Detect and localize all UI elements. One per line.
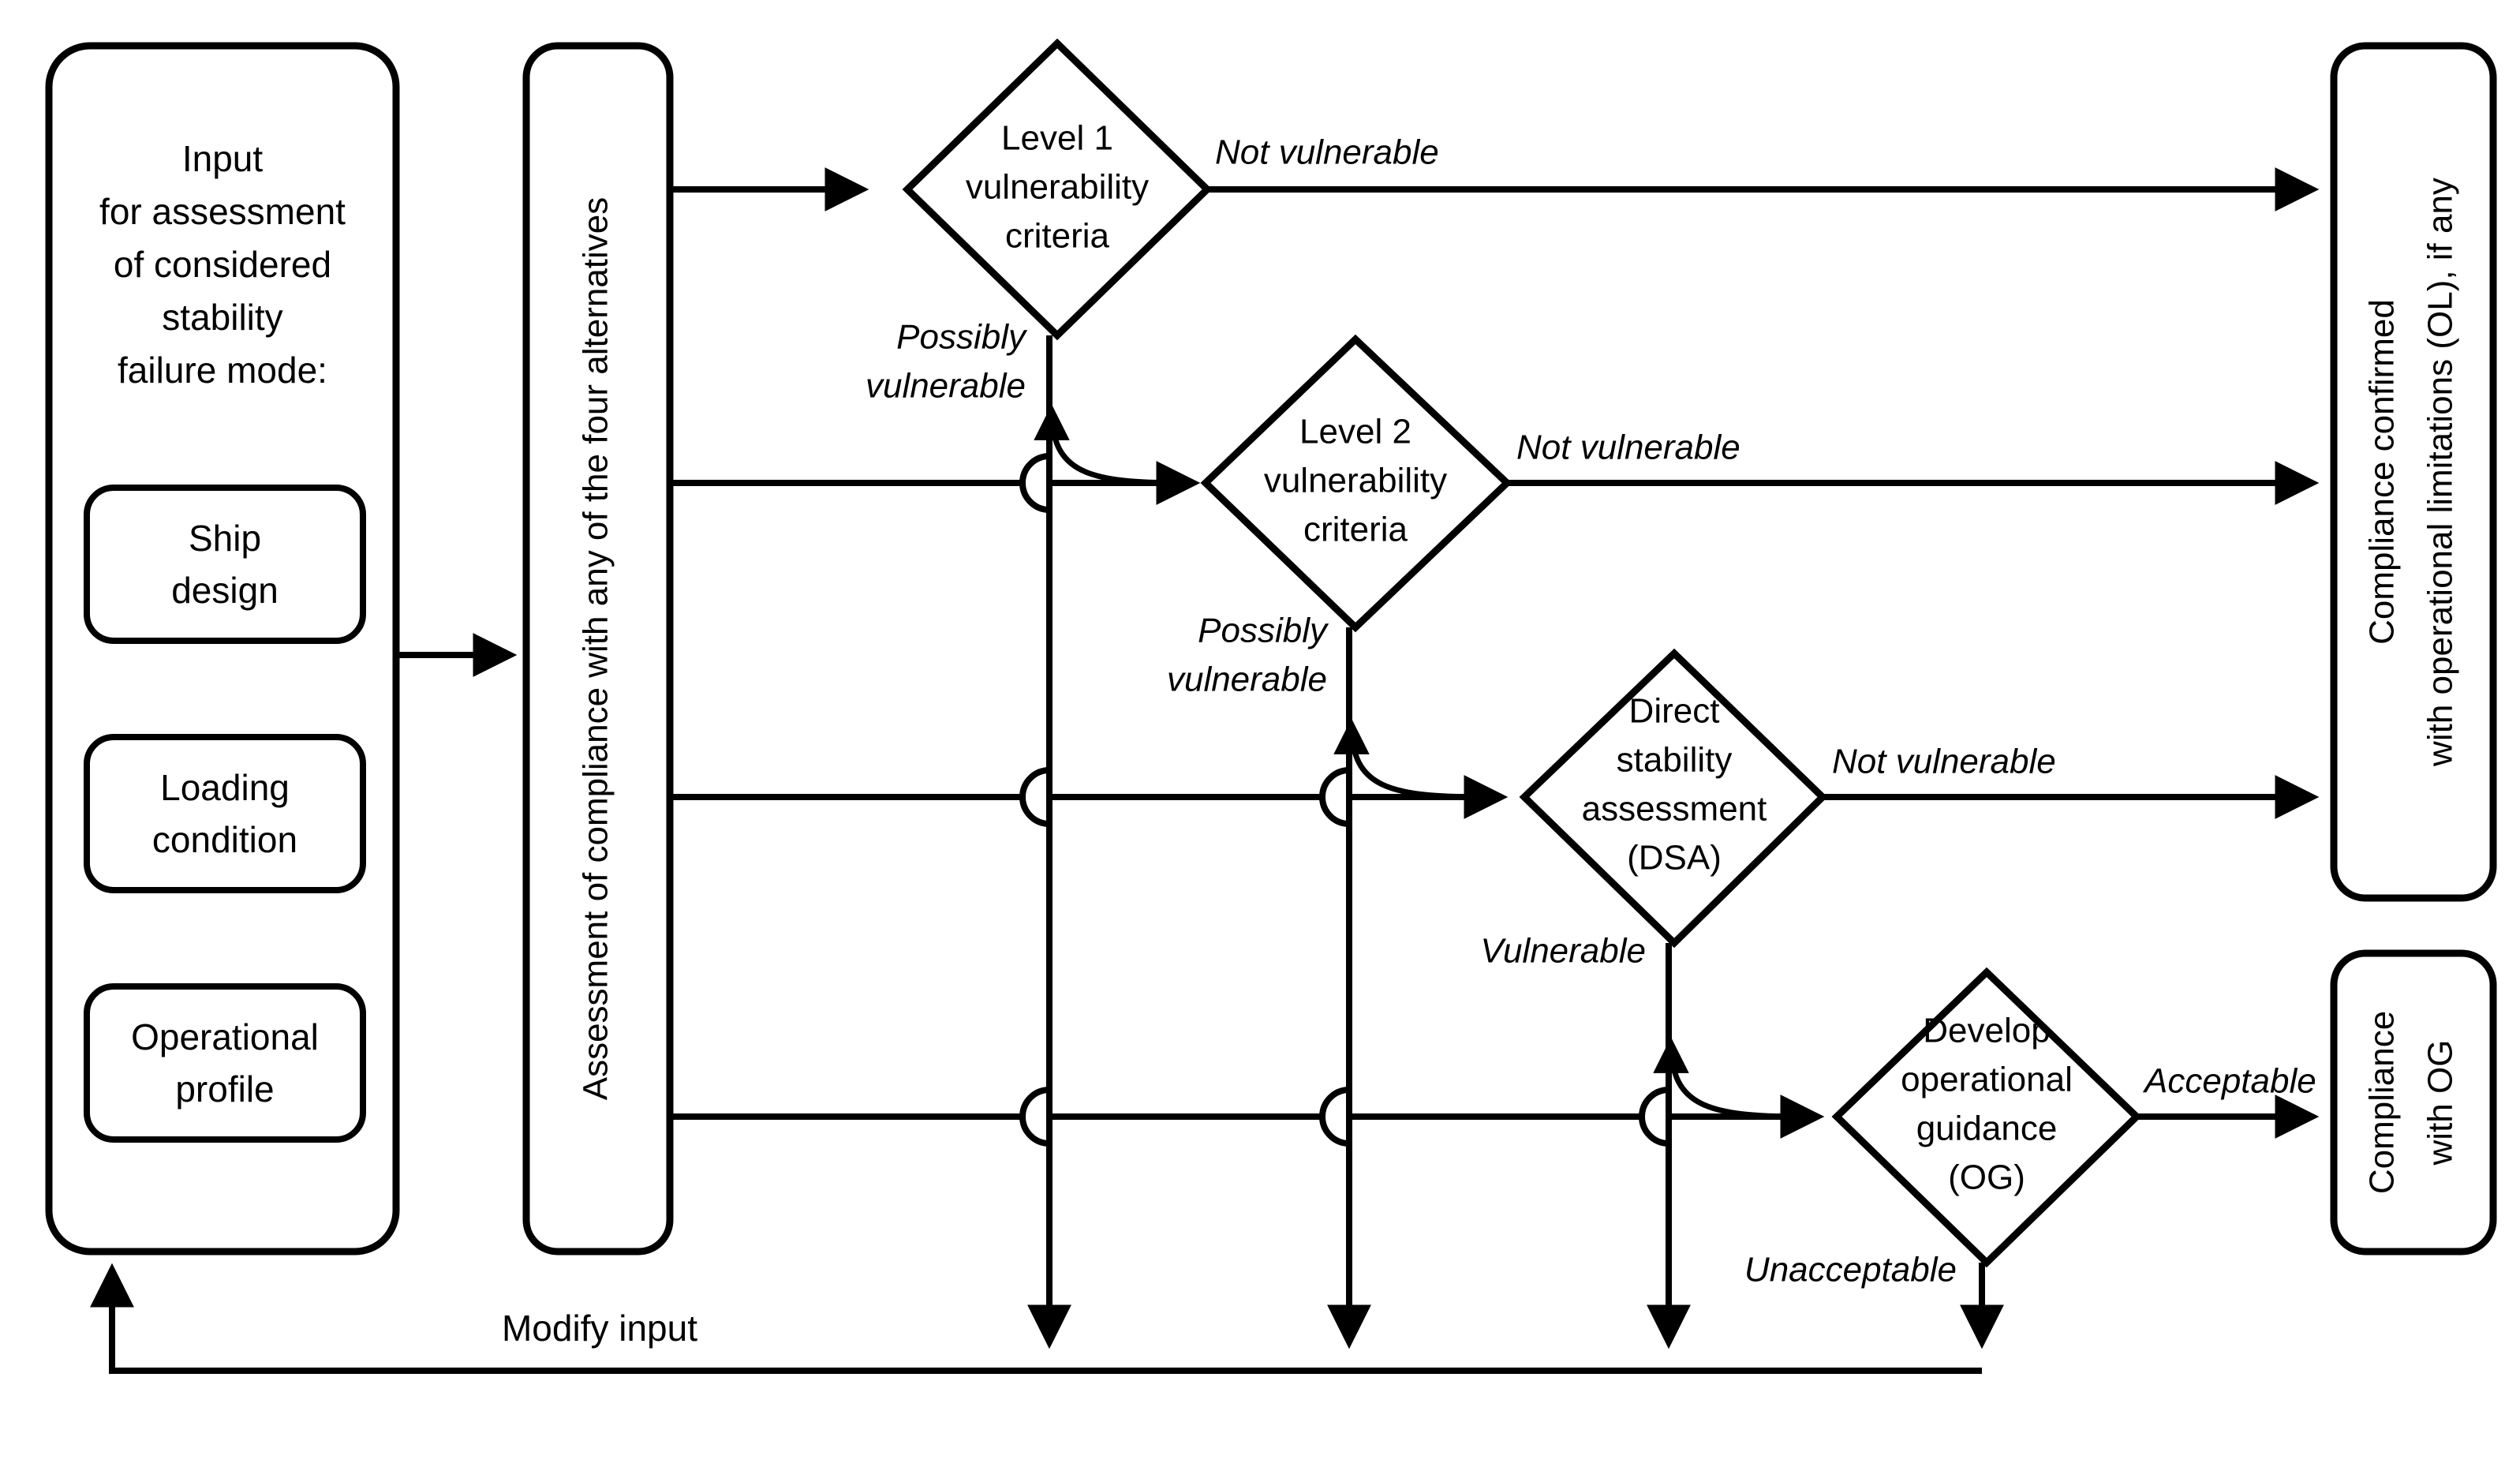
input-item-loading-condition-line-0: Loading [160,767,290,808]
decision-og-line-1: operational [1901,1061,2073,1099]
input-heading-line-4: failure mode: [118,350,327,391]
output-compliance-ol-line-0: Compliance confirmed [2363,299,2402,645]
label-level1-possibly-vulnerable-line-1: vulnerable [866,367,1026,406]
decision-level1-line-0: Level 1 [1001,119,1113,158]
decision-level2-line-1: vulnerability [1264,462,1447,500]
decision-og-line-0: Develop [1923,1012,2050,1050]
label-dsa-not-vulnerable: Not vulnerable [1832,743,2056,781]
line-hop-row2-x1330 [1019,453,1050,513]
label-og-acceptable: Acceptable [2142,1062,2316,1101]
input-item-ship-design[interactable]: Ship design [84,485,366,644]
input-item-ship-design-line-1: design [171,570,279,611]
label-modify-input: Modify input [502,1308,697,1349]
merge-curve-level1-to-row2 [1034,404,1184,486]
assessment-box-label: Assessment of compliance with any of the… [577,197,615,1101]
input-heading-line-0: Input [182,138,264,179]
label-level2-not-vulnerable: Not vulnerable [1516,428,1740,467]
decision-level1-line-1: vulnerability [966,168,1149,207]
feedback-rail [90,1263,1982,1374]
input-item-loading-condition-line-1: condition [152,819,297,860]
output-compliance-og-line-0: Compliance [2363,1011,2402,1194]
line-hop-row4-x2115 [1639,1087,1669,1147]
output-compliance-ol[interactable]: Compliance confirmed with operational li… [2330,42,2497,902]
output-compliance-og[interactable]: Compliance with OG [2330,949,2497,1256]
output-compliance-og-line-1: with OG [2421,1040,2460,1166]
input-item-loading-condition[interactable]: Loading condition [84,734,366,893]
input-item-operational-profile-line-1: profile [175,1068,274,1110]
label-level1-not-vulnerable: Not vulnerable [1215,133,1439,172]
label-level2-possibly-vulnerable-line-1: vulnerable [1167,661,1327,699]
decision-og-line-3: (OG) [1948,1158,2025,1197]
decision-level1-line-2: criteria [1005,217,1110,256]
input-item-ship-design-line-0: Ship [189,518,261,559]
decision-og[interactable]: Develop operational guidance (OG) [1831,967,2142,1268]
decision-dsa-line-0: Direct [1629,692,1720,731]
input-heading-line-1: for assessment [99,191,346,232]
line-hop-row3-x1710 [1319,767,1350,827]
label-og-unacceptable-line-0: Unacceptable [1744,1251,1957,1289]
assessment-box[interactable]: Assessment of compliance with any of the… [522,42,674,1256]
input-item-operational-profile-line-0: Operational [131,1016,319,1057]
line-hop-row3-x1330 [1019,767,1050,827]
output-compliance-ol-line-1: with operational limitations (OL), if an… [2421,178,2460,767]
label-dsa-vulnerable-line-0: Vulnerable [1480,932,1646,971]
decision-dsa-line-3: (DSA) [1627,839,1722,878]
decision-level2-line-0: Level 2 [1299,413,1411,451]
decision-level2-line-2: criteria [1303,511,1408,549]
decision-dsa-line-2: assessment [1582,790,1767,829]
merge-curve-dsa-to-row4 [1653,1037,1804,1120]
merge-curve-level2-to-row3 [1333,718,1486,800]
input-heading-line-2: of considered [114,244,331,285]
label-level1-possibly-vulnerable-line-0: Possibly [896,318,1028,357]
input-item-operational-profile[interactable]: Operational profile [84,983,366,1143]
decision-dsa-line-1: stability [1617,741,1733,780]
label-level2-possibly-vulnerable-line-0: Possibly [1198,612,1329,650]
decision-og-line-2: guidance [1916,1110,2058,1148]
decision-level1[interactable]: Level 1 vulnerability criteria [902,38,1213,341]
line-hop-row4-x1710 [1319,1087,1350,1147]
decision-level2[interactable]: Level 2 vulnerability criteria [1200,334,1512,633]
line-hop-row4-x1330 [1019,1087,1050,1147]
decision-dsa[interactable]: Direct stability assessment (DSA) [1519,648,1828,949]
input-heading-line-3: stability [162,297,282,338]
input-box[interactable]: Input for assessment of considered stabi… [45,42,400,1256]
